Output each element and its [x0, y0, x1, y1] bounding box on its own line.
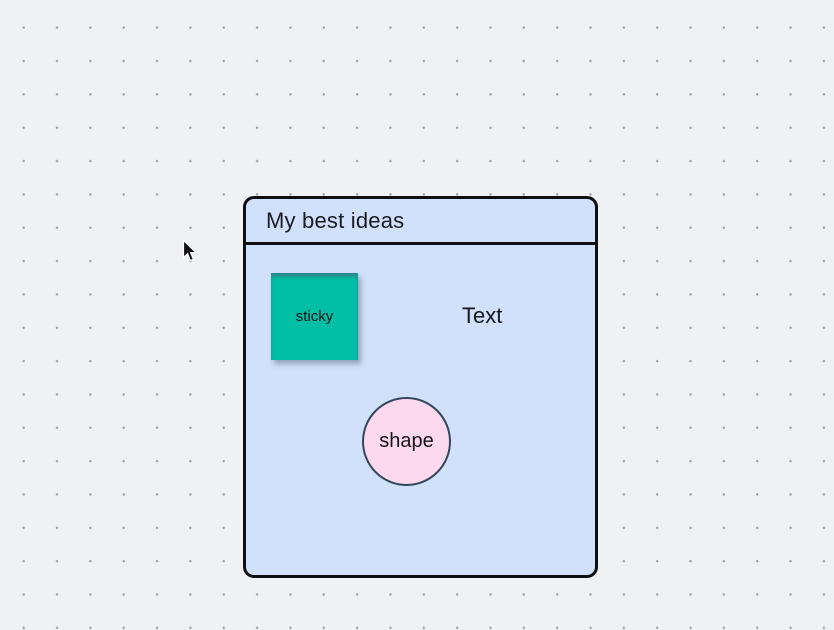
text-object[interactable]: Text: [462, 303, 503, 328]
ellipse-shape-label: shape: [379, 430, 434, 452]
arrow-cursor-icon: [182, 240, 197, 262]
frame-my-best-ideas[interactable]: My best ideas sticky Text shape: [243, 196, 598, 578]
frame-title: My best ideas: [266, 207, 405, 233]
sticky-note-label: sticky: [295, 308, 334, 325]
frame-titlebar[interactable]: My best ideas: [246, 199, 595, 245]
frame-body[interactable]: sticky Text shape: [246, 245, 595, 575]
ellipse-shape[interactable]: shape: [362, 397, 451, 486]
sticky-note[interactable]: sticky: [271, 273, 358, 360]
